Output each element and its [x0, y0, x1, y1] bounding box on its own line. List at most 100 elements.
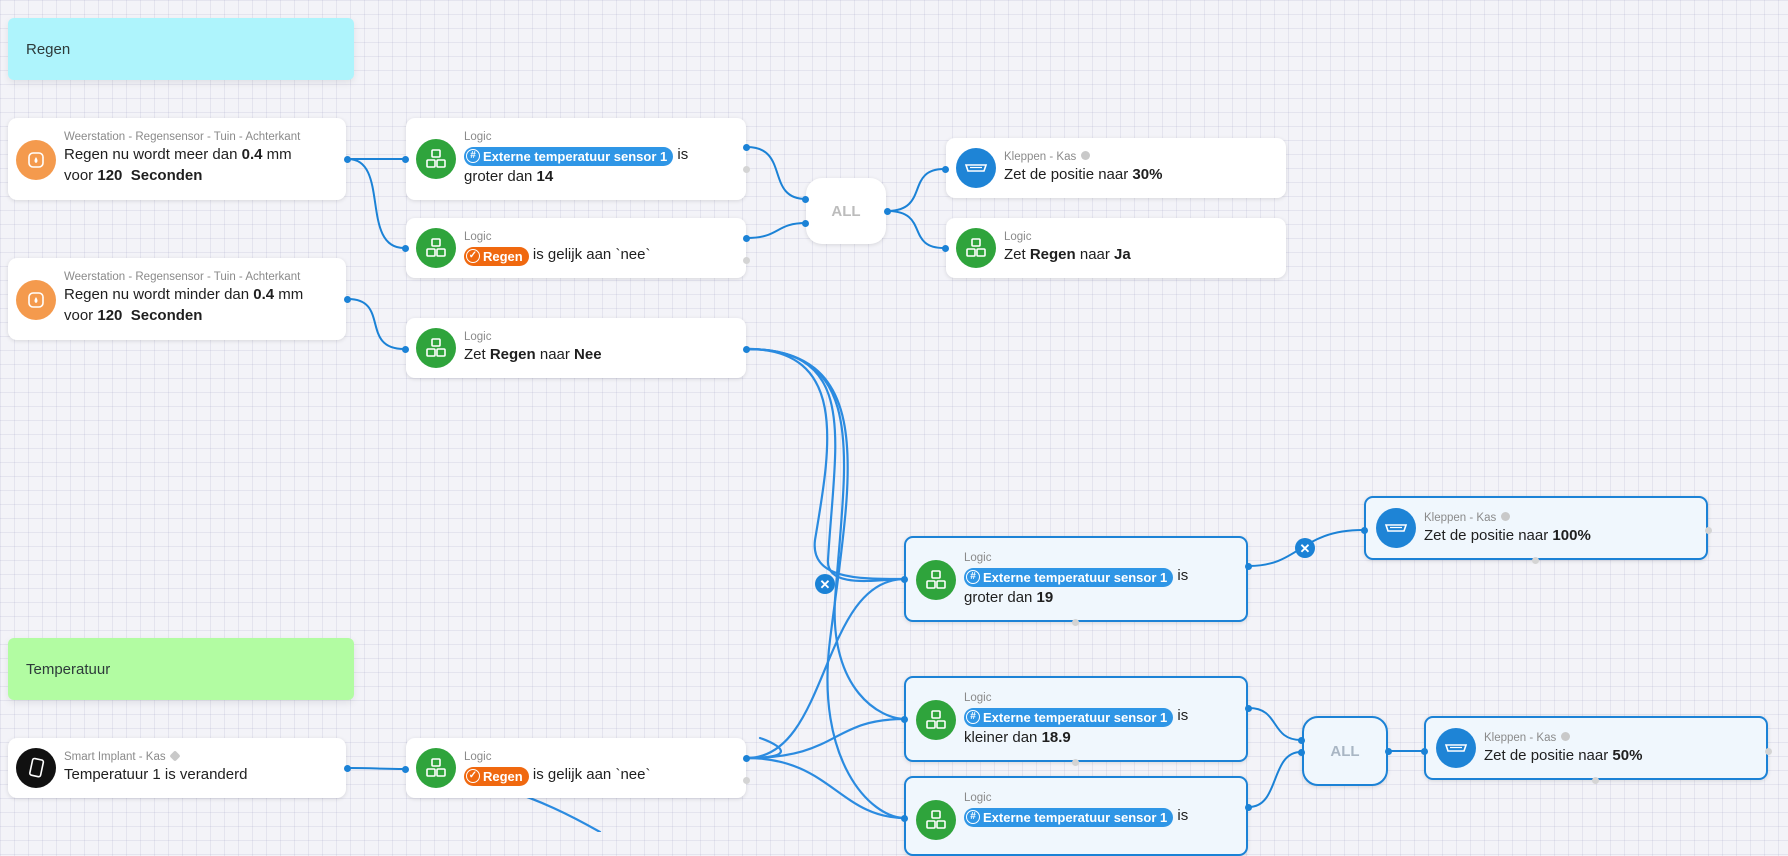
input-port[interactable]: [402, 156, 409, 163]
output-port[interactable]: [884, 208, 891, 215]
device-caption: Kleppen - Kas: [1424, 512, 1497, 524]
input-port[interactable]: [942, 166, 949, 173]
valve-action-card[interactable]: Kleppen - Kas Zet de positie naar 50%: [1424, 716, 1768, 780]
logic-condition-card[interactable]: Logic #Externe temperatuur sensor 1 is: [904, 776, 1248, 856]
input-port[interactable]: [1298, 737, 1305, 744]
output-port-false[interactable]: [1072, 759, 1079, 766]
device-caption: Kleppen - Kas: [1484, 732, 1557, 744]
regen-variable-tag[interactable]: ✓Regen: [464, 246, 529, 266]
output-port[interactable]: [344, 156, 351, 163]
connection-wires: [347, 146, 1426, 832]
valve-action-card[interactable]: Kleppen - Kas Zet de positie naar 30%: [946, 138, 1286, 198]
regen-variable-tag[interactable]: ✓Regen: [464, 766, 529, 786]
raindrop-icon: [16, 280, 56, 320]
input-port[interactable]: [802, 196, 809, 203]
valve-action-card[interactable]: Kleppen - Kas Zet de positie naar 100%: [1364, 496, 1708, 560]
input-port[interactable]: [1361, 527, 1368, 534]
device-caption: Weerstation - Regensensor - Tuin - Achte…: [64, 271, 301, 283]
output-port-false[interactable]: [743, 777, 750, 784]
info-icon[interactable]: [1561, 732, 1571, 741]
logic-action-card[interactable]: Logic Zet Regen naar Ja: [946, 218, 1286, 278]
logic-caption: Logic: [464, 131, 492, 143]
logic-caption: Logic: [464, 751, 492, 763]
output-port[interactable]: [344, 765, 351, 772]
output-port[interactable]: [743, 235, 750, 242]
logic-condition-card[interactable]: Logic ✓Regen is gelijk aan `nee`: [406, 738, 746, 798]
wire: [745, 736, 782, 760]
output-port[interactable]: [743, 755, 750, 762]
sensor-variable-tag[interactable]: #Externe temperatuur sensor 1: [964, 567, 1174, 587]
logic-icon: [916, 560, 956, 600]
output-port[interactable]: [1245, 705, 1252, 712]
wire: [745, 717, 907, 760]
all-gate-label: ALL: [831, 202, 861, 220]
input-port[interactable]: [901, 716, 908, 723]
close-icon: ✕: [1299, 540, 1311, 556]
output-port[interactable]: [743, 346, 750, 353]
output-port-false[interactable]: [743, 166, 750, 173]
logic-action-card[interactable]: Logic Zet Regen naar Nee: [406, 318, 746, 378]
output-port[interactable]: [1765, 748, 1772, 755]
input-port[interactable]: [901, 576, 908, 583]
condition-text: ✓Regen is gelijk aan `nee`: [464, 764, 738, 786]
rain-less-trigger-card[interactable]: Weerstation - Regensensor - Tuin - Achte…: [8, 258, 346, 340]
logic-caption: Logic: [964, 692, 992, 704]
info-icon[interactable]: [1081, 151, 1091, 160]
output-port[interactable]: [1245, 804, 1252, 811]
wire: [886, 168, 945, 212]
logic-caption: Logic: [1004, 231, 1032, 243]
sensor-variable-tag[interactable]: #Externe temperatuur sensor 1: [964, 807, 1174, 827]
all-gate[interactable]: ALL: [1302, 716, 1388, 786]
logic-caption: Logic: [464, 231, 492, 243]
sensor-variable-tag[interactable]: #Externe temperatuur sensor 1: [464, 146, 674, 166]
group-regen[interactable]: Regen: [8, 18, 354, 80]
implant-trigger-card[interactable]: Smart Implant - Kas Temperatuur 1 is ver…: [8, 738, 346, 798]
output-port-false[interactable]: [743, 257, 750, 264]
input-port[interactable]: [901, 815, 908, 822]
logic-condition-card[interactable]: Logic ✓Regen is gelijk aan `nee`: [406, 218, 746, 278]
condition-text: ✓Regen is gelijk aan `nee`: [464, 244, 738, 266]
action-text: Zet de positie naar 30%: [1004, 166, 1163, 183]
window-valve-icon: [1376, 508, 1416, 548]
input-port[interactable]: [802, 220, 809, 227]
all-gate[interactable]: ALL: [806, 178, 886, 244]
input-port[interactable]: [402, 346, 409, 353]
logic-icon: [416, 748, 456, 788]
info-icon[interactable]: [1501, 512, 1511, 521]
output-port[interactable]: [344, 296, 351, 303]
tag-icon[interactable]: [168, 750, 181, 762]
action-text: Zet Regen naar Nee: [464, 346, 602, 363]
wire: [1248, 707, 1302, 741]
group-temperatuur[interactable]: Temperatuur: [8, 638, 354, 700]
window-valve-icon: [956, 148, 996, 188]
action-text: Zet de positie naar 50%: [1484, 747, 1643, 764]
wire: [745, 347, 907, 581]
input-port[interactable]: [402, 245, 409, 252]
output-port[interactable]: [1245, 563, 1252, 570]
error-port[interactable]: [1532, 557, 1539, 564]
rain-more-trigger-card[interactable]: Weerstation - Regensensor - Tuin - Achte…: [8, 118, 346, 200]
logic-icon: [956, 228, 996, 268]
output-port-false[interactable]: [1072, 619, 1079, 626]
action-text: Zet de positie naar 100%: [1424, 527, 1591, 544]
input-port[interactable]: [402, 766, 409, 773]
wire: [745, 347, 907, 721]
output-port[interactable]: [1705, 527, 1712, 534]
remove-connection-button[interactable]: ✕: [815, 574, 835, 594]
output-port[interactable]: [743, 144, 750, 151]
output-port[interactable]: [1385, 748, 1392, 755]
input-port[interactable]: [942, 245, 949, 252]
error-port[interactable]: [1592, 777, 1599, 784]
input-port[interactable]: [1421, 748, 1428, 755]
wire: [1248, 751, 1302, 808]
input-port[interactable]: [1298, 749, 1305, 756]
sensor-variable-tag[interactable]: #Externe temperatuur sensor 1: [964, 707, 1174, 727]
remove-connection-button[interactable]: ✕: [1295, 538, 1315, 558]
